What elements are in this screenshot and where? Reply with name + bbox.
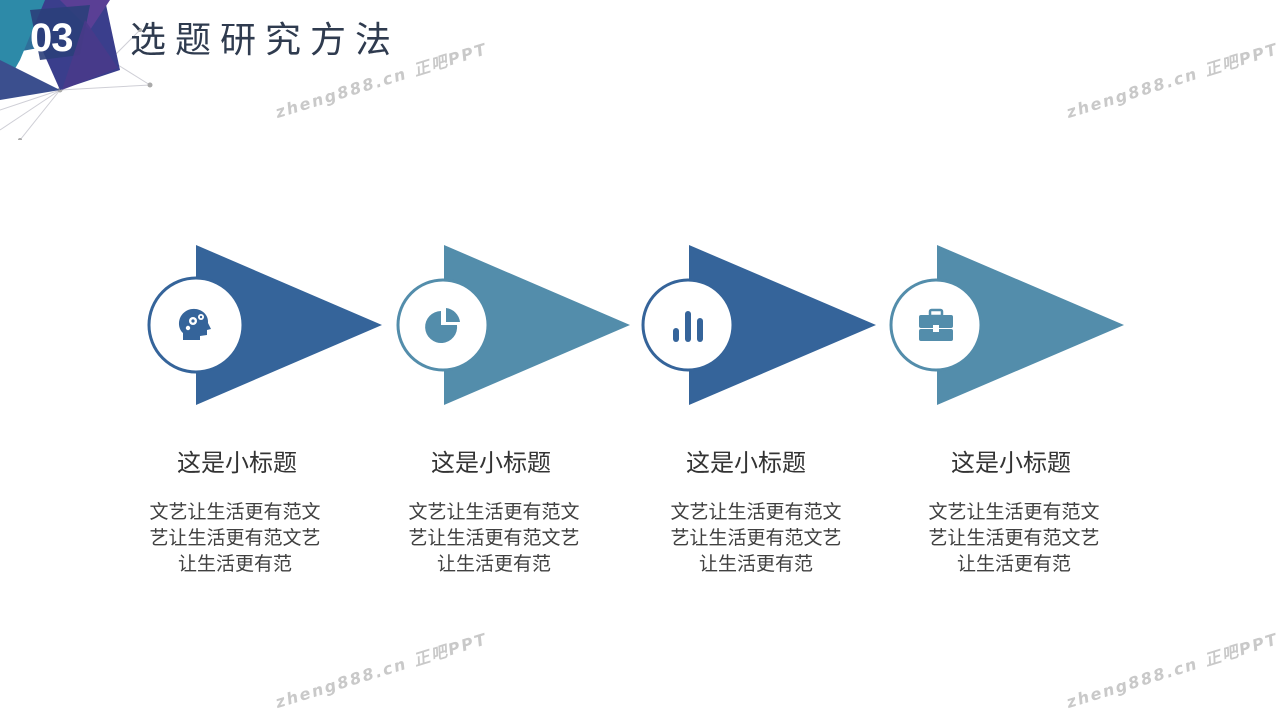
briefcase-icon: [919, 308, 953, 341]
desc-line: 艺让生活更有范文艺: [408, 527, 580, 549]
step-1-arrow: [196, 245, 382, 405]
step-2-arrow: [444, 245, 630, 405]
step-1-description: 文艺让生活更有范文 艺让生活更有范文艺 让生活更有范: [135, 499, 335, 577]
step-2-title: 这是小标题: [431, 449, 551, 477]
section-number: 03: [30, 16, 74, 60]
step-4-graphic: [889, 245, 1124, 405]
step-2-description: 文艺让生活更有范文 艺让生活更有范文艺 让生活更有范: [394, 499, 594, 577]
desc-line: 艺让生活更有范文艺: [149, 527, 321, 549]
corner-polygon-decoration: [0, 0, 153, 140]
desc-line: 文艺让生活更有范文: [149, 501, 321, 523]
pie-chart-icon: [425, 308, 460, 343]
step-2-graphic: [396, 245, 630, 405]
step-1-graphic: [147, 245, 382, 405]
step-4-title: 这是小标题: [951, 449, 1071, 477]
step-4-description: 文艺让生活更有范文 艺让生活更有范文艺 让生活更有范: [914, 499, 1114, 577]
desc-line: 让生活更有范: [436, 553, 551, 575]
desc-line: 艺让生活更有范文艺: [928, 527, 1100, 549]
bar-chart-icon: [673, 311, 703, 342]
desc-line: 文艺让生活更有范文: [408, 501, 580, 523]
step-3-title: 这是小标题: [686, 449, 806, 477]
step-3-description: 文艺让生活更有范文 艺让生活更有范文艺 让生活更有范: [656, 499, 856, 577]
desc-line: 艺让生活更有范文艺: [670, 527, 842, 549]
step-3-graphic: [641, 245, 876, 405]
step-3-arrow: [689, 245, 876, 405]
desc-line: 文艺让生活更有范文: [670, 501, 842, 523]
desc-line: 让生活更有范: [956, 553, 1071, 575]
desc-line: 让生活更有范: [177, 553, 292, 575]
desc-line: 文艺让生活更有范文: [928, 501, 1100, 523]
head-gears-icon: [178, 308, 211, 340]
page-title: 选题研究方法: [130, 20, 401, 61]
step-1-title: 这是小标题: [177, 449, 297, 477]
desc-line: 让生活更有范: [698, 553, 813, 575]
step-4-arrow: [937, 245, 1124, 405]
